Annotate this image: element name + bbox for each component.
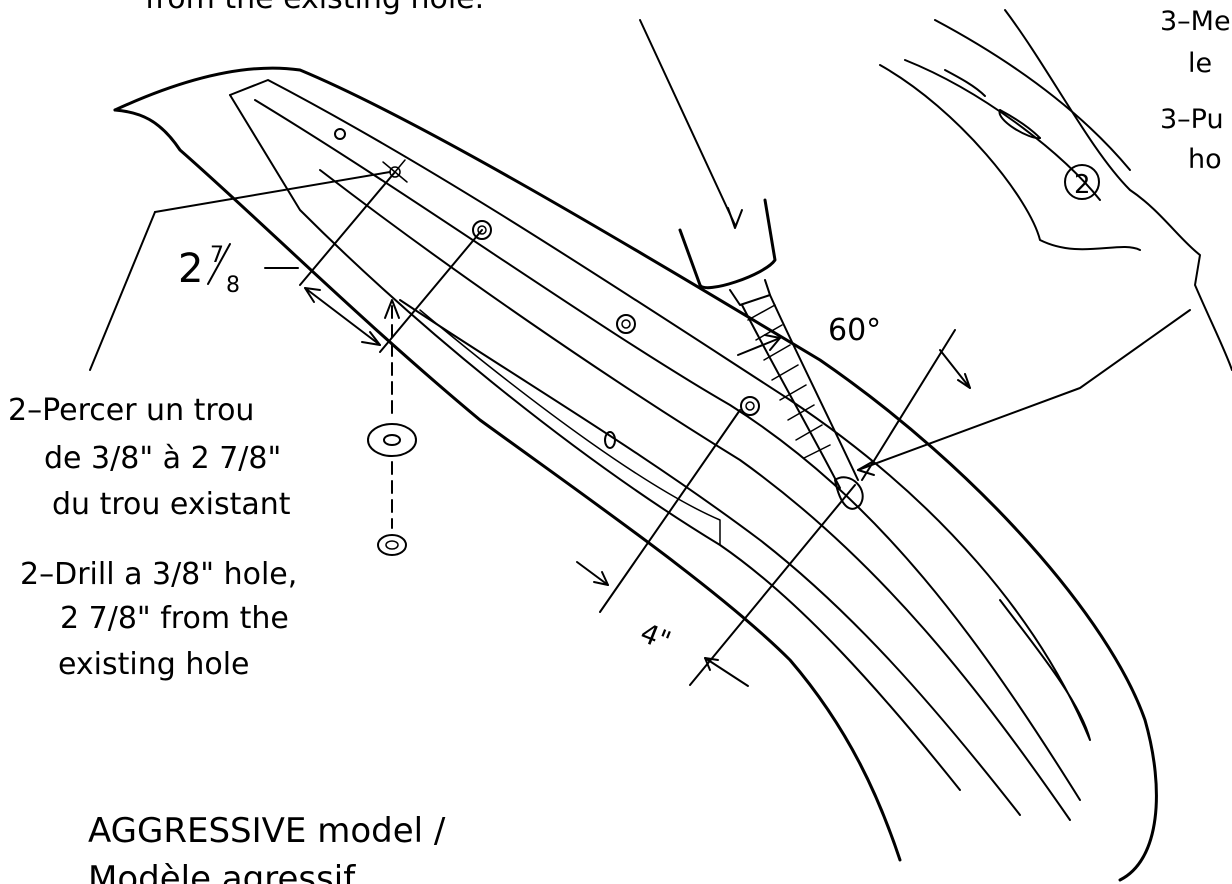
hole-2 (472, 220, 492, 240)
step-fr-line-1: 2–Percer un trou (8, 393, 254, 428)
right-step-labels: 3–Me le 3–Pu ho (1160, 6, 1231, 175)
spacing-numerator: 7 (210, 243, 224, 268)
model-caption: AGGRESSIVE model / Modèle agressif (88, 811, 446, 884)
depth-label: 4" (636, 618, 675, 658)
step-2-french: 2–Percer un trou de 3/8" à 2 7/8" du tro… (8, 393, 291, 522)
angle-label: 60° (828, 313, 881, 348)
hardware (367, 299, 417, 556)
hole-1 (334, 128, 346, 140)
nut (377, 534, 407, 556)
dimension-angle: 60° (737, 313, 971, 481)
right-label-en-2: ho (1188, 144, 1222, 175)
right-leader (857, 309, 1191, 476)
drill-tool (639, 19, 859, 489)
hole-3 (616, 314, 636, 334)
hole-4 (740, 396, 760, 416)
step-fr-line-3: du trou existant (52, 487, 291, 522)
right-label-fr-2: le (1188, 48, 1212, 79)
model-line-2: Modèle agressif (88, 859, 356, 884)
hole-side (604, 431, 616, 449)
right-label-fr: 3–Me (1160, 6, 1231, 37)
spacing-denominator: 8 (226, 273, 240, 298)
step-en-line-2: 2 7/8" from the (60, 601, 289, 636)
callout-circle (1064, 164, 1100, 200)
slot-hole (834, 476, 864, 510)
step-2-english: 2–Drill a 3/8" hole, 2 7/8" from the exi… (20, 557, 297, 682)
model-line-1: AGGRESSIVE model / (88, 811, 446, 851)
washer (367, 423, 417, 457)
step-fr-line-2: de 3/8" à 2 7/8" (44, 441, 281, 476)
step-en-line-3: existing hole (58, 647, 250, 682)
right-label-en: 3–Pu (1160, 104, 1224, 135)
step-en-line-1: 2–Drill a 3/8" hole, (20, 557, 297, 592)
dimension-depth: 4" (576, 409, 856, 687)
existing-holes (334, 128, 864, 510)
dimension-spacing: 2 7 8 (89, 171, 483, 371)
callout-number: 2 (1074, 170, 1091, 200)
top-fragment-text: from the existing hole. (145, 0, 484, 16)
inset-ski-tip: 2 (879, 9, 1232, 371)
spacing-whole: 2 (178, 246, 203, 292)
